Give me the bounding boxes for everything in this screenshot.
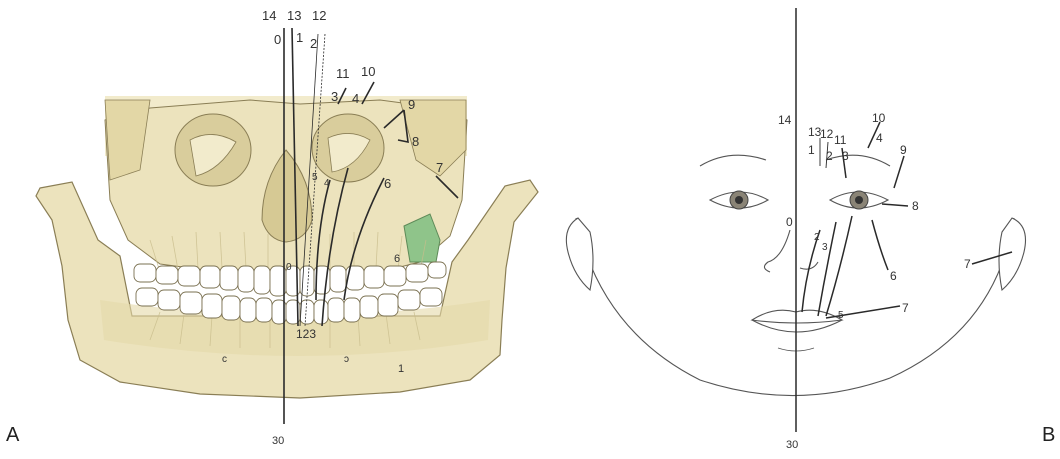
left-eyebrow [826,155,890,166]
label-a-0: 0 [274,32,281,47]
label-a-3: 3 [331,89,338,104]
label-a-123: 123 [296,327,316,341]
label-b-7: 7 [902,301,909,315]
panel-a-skull: c ɔ [36,96,538,398]
label-b-6: 6 [890,269,897,283]
label-b-3: 3 [842,149,849,163]
label-a-6b: 6 [394,253,400,265]
panel-b-lines [796,8,1012,432]
label-a-1b: 1 [398,363,404,375]
label-b-9: 9 [900,143,907,157]
label-b-10: 10 [872,111,886,125]
label-b-3b: 3 [822,242,828,253]
label-b-30: 30 [786,439,798,451]
label-a-11: 11 [336,66,350,81]
label-b-1: 1 [808,143,815,157]
label-a-8: 8 [412,134,419,149]
upper-lip [752,310,842,323]
svg-text:c: c [222,354,227,365]
panel-letter-a: A [6,424,19,447]
label-a-10: 10 [361,64,375,79]
label-a-1: 1 [296,30,303,45]
label-b-2b: 2 [814,232,820,243]
label-a-5: 5 [312,172,318,183]
label-a-2: 2 [310,36,317,51]
label-a-6: 6 [384,176,391,191]
label-a-0b: 0 [286,262,292,273]
label-a-13: 13 [287,8,301,23]
label-a-12: 12 [312,8,326,23]
label-a-14: 14 [262,8,276,23]
label-b-4: 4 [876,131,883,145]
face-outline [576,218,1014,396]
right-eyebrow [700,155,766,166]
label-b-8: 8 [912,199,919,213]
panel-letter-b: B [1042,424,1055,447]
right-ear [566,218,593,290]
label-b-0: 0 [786,215,793,229]
label-b-14: 14 [778,113,792,127]
label-a-30: 30 [272,435,284,447]
label-b-2: 2 [826,149,833,163]
label-b-11: 11 [834,133,847,147]
label-a-4: 4 [352,91,359,106]
label-b-7b: 7 [964,257,971,271]
label-a-4b: 4 [324,178,330,189]
label-b-5: 5 [838,310,844,321]
label-a-9: 9 [408,97,415,112]
label-b-12: 12 [820,127,834,141]
svg-text:ɔ: ɔ [344,354,349,365]
label-a-7: 7 [436,160,443,175]
